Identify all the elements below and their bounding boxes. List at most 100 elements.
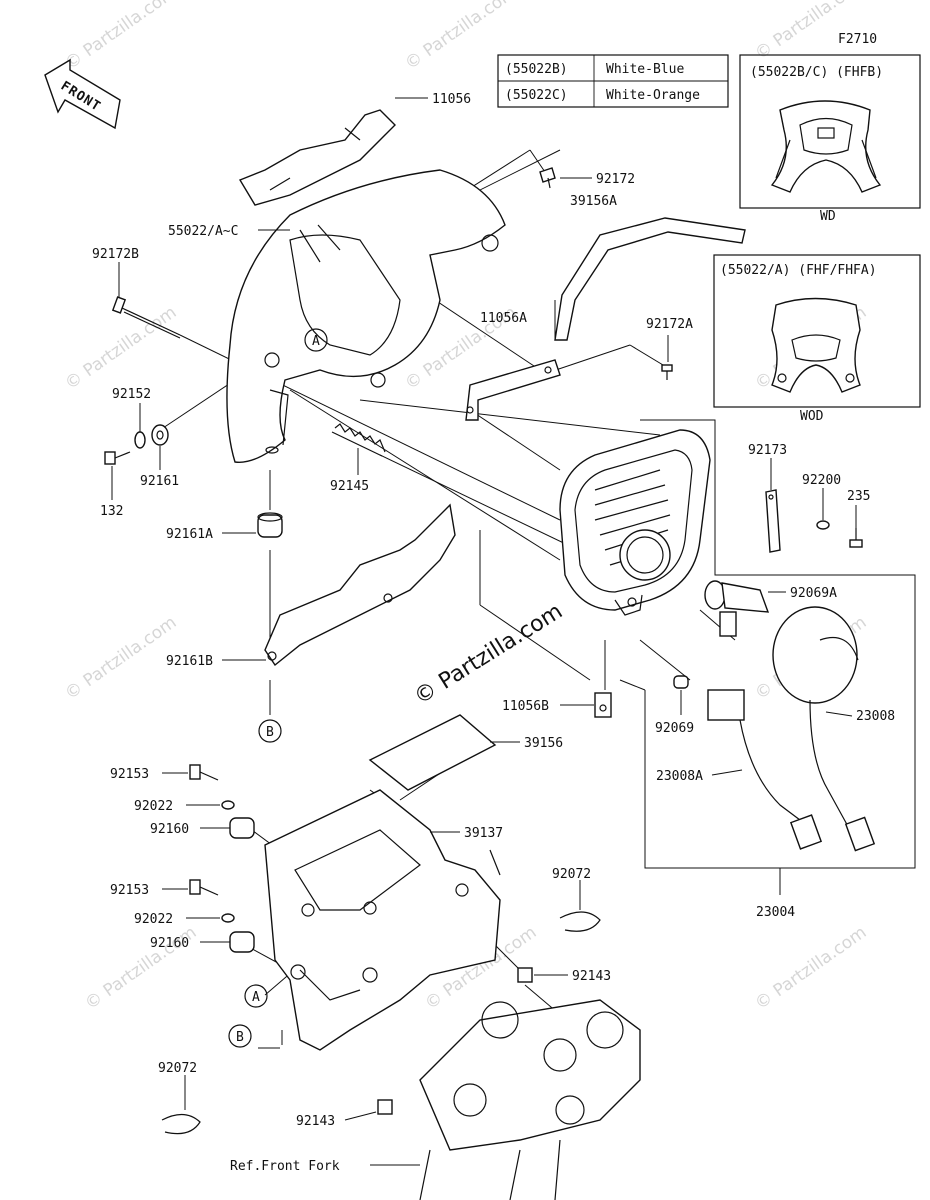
- clip-11056b: [594, 692, 612, 718]
- part-number: 92200: [802, 473, 841, 488]
- part-number: 92069: [655, 721, 694, 736]
- part-number: 92022: [134, 912, 173, 927]
- headlight-assembly: [559, 429, 711, 616]
- part-number: 92160: [150, 822, 189, 837]
- sticker-39156: [368, 714, 497, 791]
- washer-92022-upper: [221, 800, 235, 810]
- inset-caption: WD: [820, 209, 836, 224]
- part-number: 92072: [158, 1061, 197, 1076]
- part-number: 11056B: [502, 699, 549, 714]
- inset-title: (55022/A) (FHF/FHFA): [720, 263, 877, 278]
- screw-92153-upper: [189, 764, 219, 781]
- part-number: 11056: [432, 92, 471, 107]
- ref-label: Ref.Front Fork: [230, 1159, 340, 1174]
- front-fork: [419, 999, 641, 1200]
- part-number: 23008A: [656, 769, 703, 784]
- part-number: 92145: [330, 479, 369, 494]
- part-number: 39156A: [570, 194, 617, 209]
- band-92072-upper: [559, 911, 601, 932]
- part-number: 92022: [134, 799, 173, 814]
- bolt-92172: [539, 167, 556, 189]
- bracket-92161b: [264, 503, 456, 667]
- part-number: 92161B: [166, 654, 213, 669]
- bulb-92069: [673, 675, 689, 689]
- color-code: (55022C): [505, 88, 568, 103]
- callout-b-upper: B: [258, 719, 282, 743]
- part-number: 235: [847, 489, 870, 504]
- bracket-11056a: [465, 359, 561, 421]
- part-number: 92172: [596, 172, 635, 187]
- grommet-92161: [151, 424, 169, 446]
- fairing-stay: [264, 789, 501, 1051]
- bolt-92172a: [661, 364, 673, 380]
- watermark: © Partzilla.com: [61, 302, 180, 394]
- callout-a-upper: A: [304, 328, 328, 352]
- bulb-92069a: [704, 580, 770, 637]
- part-number: 23004: [756, 905, 795, 920]
- collar-92143-upper: [517, 967, 533, 983]
- band-92072-lower: [161, 1113, 201, 1135]
- grommet-92160-lower: [229, 931, 255, 953]
- bolt-235: [849, 528, 863, 548]
- callout-label: B: [266, 725, 274, 740]
- cover-strip: [554, 217, 746, 341]
- socket-23008a: [707, 689, 823, 850]
- part-number: 92072: [552, 867, 591, 882]
- color-code: (55022B): [505, 62, 568, 77]
- part-number: 55022/A~C: [168, 224, 238, 239]
- inset-fhfb: (55022B/C) (FHFB) WD: [739, 54, 921, 224]
- part-number: 92161A: [166, 527, 213, 542]
- part-number: 92172B: [92, 247, 139, 262]
- strip-92173: [765, 489, 781, 553]
- washer-92022-lower: [221, 913, 235, 923]
- color-table: (55022B) White-Blue (55022C) White-Orang…: [497, 54, 729, 108]
- color-name: White-Orange: [606, 88, 700, 103]
- figure-code: F2710: [838, 32, 877, 47]
- part-number: 92143: [572, 969, 611, 984]
- part-number: 132: [100, 504, 123, 519]
- watermark: © Partzilla.com: [401, 0, 520, 74]
- part-number: 92152: [112, 387, 151, 402]
- bolt-132: [104, 451, 131, 465]
- watermark-layer: © Partzilla.com © Partzilla.com © Partzi…: [61, 0, 870, 1014]
- part-number: 92161: [140, 474, 179, 489]
- callout-label: A: [312, 334, 320, 349]
- spring-92145: [331, 423, 386, 457]
- part-labels: 11056 92172 55022/A~C 39156A 92172B 1105…: [92, 92, 895, 1174]
- watermark: © Partzilla.com: [751, 922, 870, 1014]
- part-number: 39156: [524, 736, 563, 751]
- socket-23008: [772, 606, 876, 852]
- part-number: 11056A: [480, 311, 527, 326]
- part-number: 92153: [110, 767, 149, 782]
- part-number: 92172A: [646, 317, 693, 332]
- inset-title: (55022B/C) (FHFB): [750, 65, 883, 80]
- callout-b-lower: B: [228, 1024, 252, 1048]
- inset-caption: WOD: [800, 409, 824, 424]
- part-number: 92160: [150, 936, 189, 951]
- watermark: © Partzilla.com: [61, 0, 180, 74]
- part-number: 39137: [464, 826, 503, 841]
- watermark-center: © Partzilla.com: [410, 599, 567, 710]
- long-bolt-92172b: [111, 296, 181, 339]
- front-arrow-icon: FRONT: [44, 58, 121, 130]
- watermark: © Partzilla.com: [61, 612, 180, 704]
- part-number: 23008: [856, 709, 895, 724]
- grommet-92160-upper: [229, 817, 255, 839]
- color-name: White-Blue: [606, 62, 684, 77]
- part-number: 92173: [748, 443, 787, 458]
- washer-92152: [134, 431, 146, 449]
- part-number: 92143: [296, 1114, 335, 1129]
- grommet-92161a: [257, 512, 283, 538]
- top-trim: [238, 109, 396, 206]
- part-number: 92153: [110, 883, 149, 898]
- screw-92153-lower: [189, 879, 219, 896]
- washer-92200: [816, 520, 830, 530]
- callout-label: B: [236, 1030, 244, 1045]
- upper-cowl: [226, 169, 506, 464]
- inset-fhf: (55022/A) (FHF/FHFA) WOD: [713, 254, 921, 424]
- part-number: 92069A: [790, 586, 837, 601]
- callout-label: A: [252, 990, 260, 1005]
- callout-a-lower: A: [244, 984, 268, 1008]
- collar-92143-lower: [377, 1099, 393, 1115]
